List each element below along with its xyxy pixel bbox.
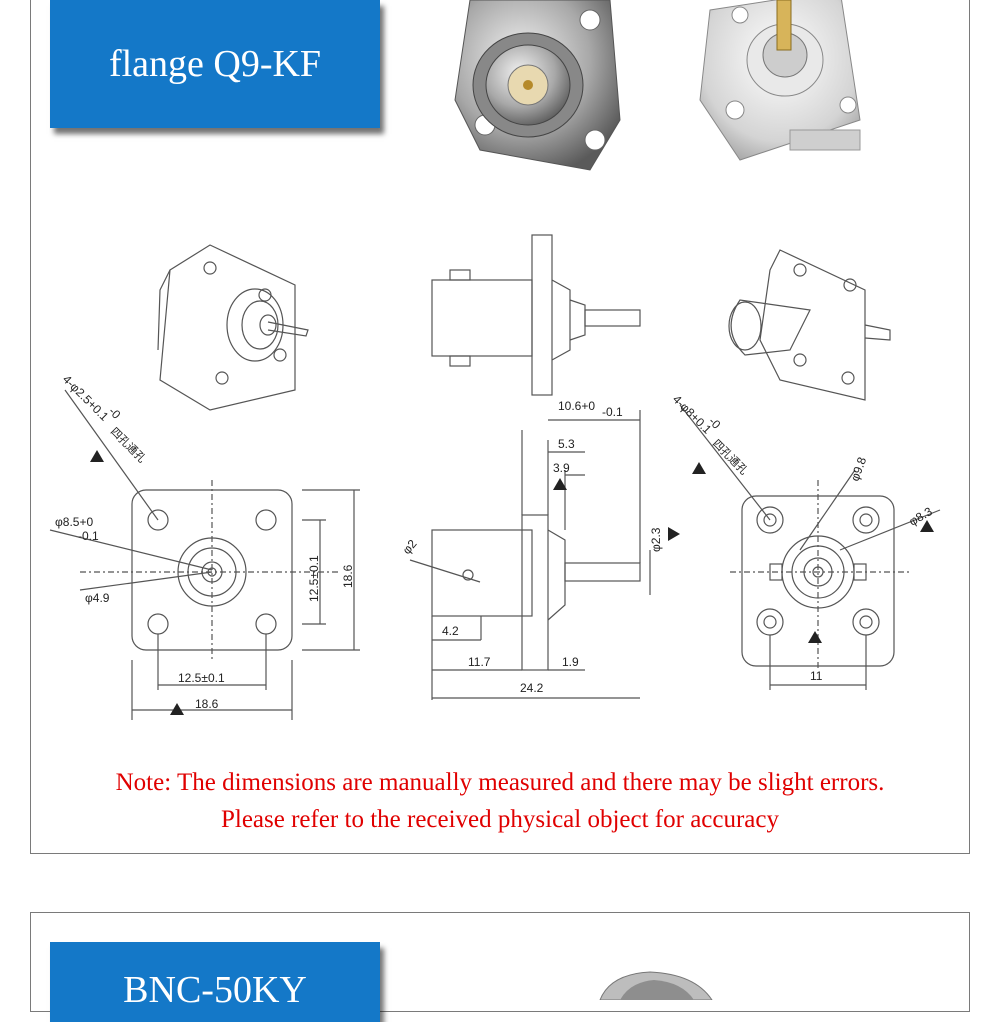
product-title-2: BNC-50KY [123,969,307,1011]
rear-dim-11: 11 [810,669,823,683]
dimension-arrows [90,450,934,715]
side-dim-117: 11.7 [468,655,491,669]
iso-view-right [728,249,891,401]
side-dim-top-tol: -0.1 [602,405,623,419]
front-d-outer-tol: -0.1 [78,529,99,543]
product-title: flange Q9-KF [108,43,322,85]
rear-hole-spec: 4-φ8+0.1 [670,392,715,437]
front-hole-spec: 4-φ2.5+0.1 [60,372,112,424]
side-dim-42: 4.2 [442,624,459,638]
side-dim-53: 5.3 [558,437,575,451]
front-d-inner: φ4.9 [85,591,110,605]
note-line-2: Please refer to the received physical ob… [220,806,780,833]
side-dim-39: 3.9 [553,461,570,475]
front-size-h: 18.6 [195,697,219,711]
rear-d-98: φ9.8 [848,455,870,483]
rear-d-83: φ8.3 [907,504,935,529]
side-dim-phi23: φ2.3 [649,527,663,552]
note-line-1: Note: The dimensions are manually measur… [115,769,885,796]
side-dim-242: 24.2 [520,681,544,695]
side-dim-19: 1.9 [562,655,579,669]
product-photo-2 [599,971,713,1000]
rear-hole-note: 四孔通孔 [710,437,750,477]
side-dim-top: 10.6+0 [558,399,595,413]
front-d-outer: φ8.5+0 [55,515,93,529]
front-pitch-h: 12.5±0.1 [178,671,225,685]
section-view [409,410,651,700]
product-title-banner-2: BNC-50KY [50,942,380,1022]
front-view [49,389,360,720]
product-title-banner: flange Q9-KF [50,0,380,128]
front-hole-spec-tol: -0 [106,404,124,422]
product-photo [454,0,861,171]
side-view-top [431,234,641,396]
iso-view-left [157,244,309,411]
front-size-v: 18.6 [341,564,355,588]
side-dim-phi2: φ2 [400,537,420,557]
front-pitch-v: 12.5±0.1 [307,555,321,602]
technical-drawing: 4-φ2.5+0.1 -0 四孔通孔 φ8.5+0 -0.1 φ4.9 12.5… [49,234,941,720]
